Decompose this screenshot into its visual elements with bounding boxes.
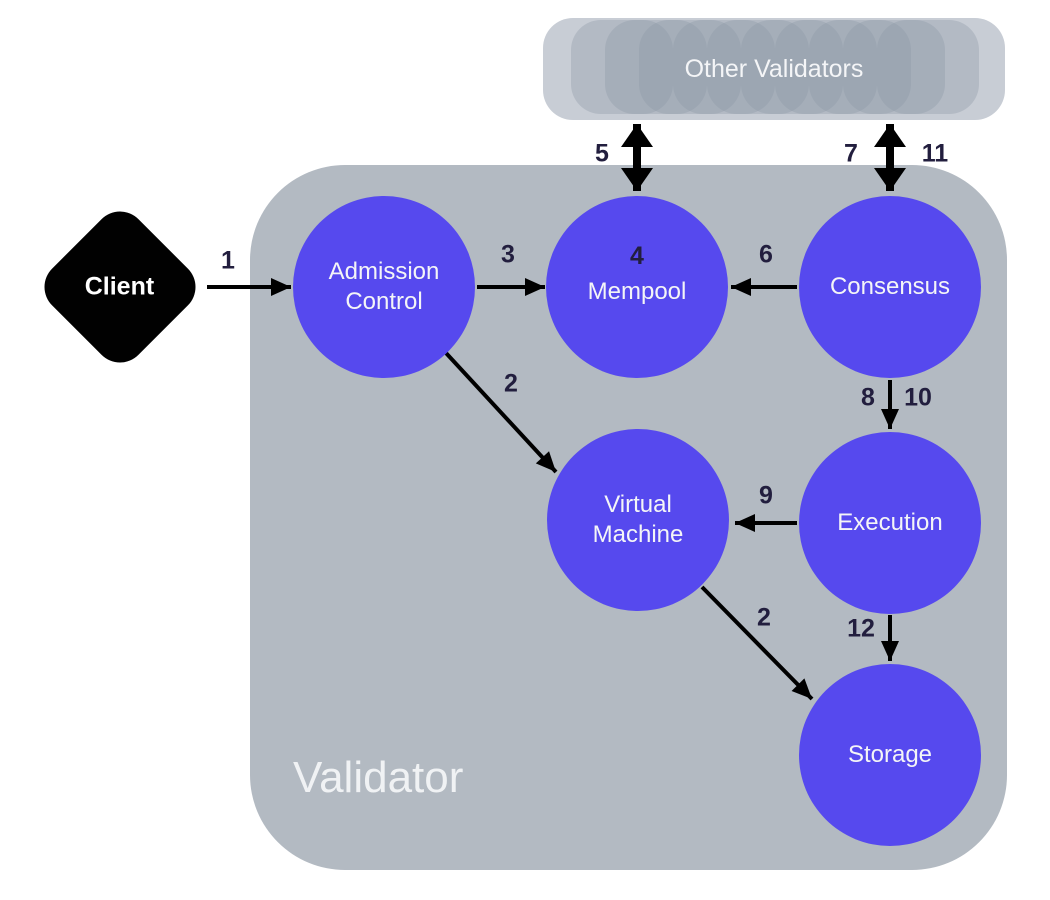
edge-label-2-vm-storage: 2	[757, 603, 771, 632]
validator-card	[707, 20, 809, 114]
validator-container-label: Validator	[293, 753, 464, 802]
validator-card	[605, 20, 707, 114]
admission-control-node: Admission Control	[293, 196, 475, 378]
edge-admission-to-virtual-machine	[444, 351, 558, 474]
validator-card	[809, 20, 911, 114]
consensus-node: Consensus	[799, 196, 981, 378]
edge-label-1: 1	[221, 246, 235, 275]
validator-card	[673, 20, 775, 114]
virtual-machine-label: Virtual Machine	[592, 491, 684, 548]
virtual-machine-node: Virtual Machine	[547, 429, 729, 611]
edge-label-12: 12	[847, 614, 875, 643]
edge-label-8: 8	[861, 383, 875, 412]
storage-label: Storage	[847, 741, 933, 768]
validator-card	[877, 20, 979, 114]
other-validators-label: Other Validators	[684, 54, 864, 83]
consensus-label: Consensus	[829, 273, 951, 300]
execution-node: Execution	[799, 432, 981, 614]
mempool-label: Mempool	[587, 277, 687, 305]
edge-label-3: 3	[501, 240, 515, 269]
validator-card	[639, 20, 741, 114]
validator-card	[843, 20, 945, 114]
admission-control-label: Admission Control	[328, 258, 440, 315]
edge-label-10: 10	[904, 383, 932, 412]
edge-virtual-machine-to-storage	[700, 585, 814, 701]
edge-label-6: 6	[759, 240, 773, 269]
validator-card	[571, 20, 673, 114]
edge-label-5: 5	[595, 139, 609, 168]
storage-node: Storage	[799, 664, 981, 846]
edge-label-7: 7	[844, 139, 858, 168]
other-validators-box: Other Validators	[543, 18, 1005, 120]
validator-card	[775, 20, 877, 114]
edge-label-9: 9	[759, 481, 773, 510]
execution-label: Execution	[837, 509, 943, 536]
mempool-step-number: 4	[630, 242, 644, 271]
edge-label-2-admission-vm: 2	[504, 369, 518, 398]
validator-card	[741, 20, 843, 114]
edge-label-11: 11	[921, 139, 949, 168]
mempool-node: 4 Mempool	[546, 196, 728, 378]
